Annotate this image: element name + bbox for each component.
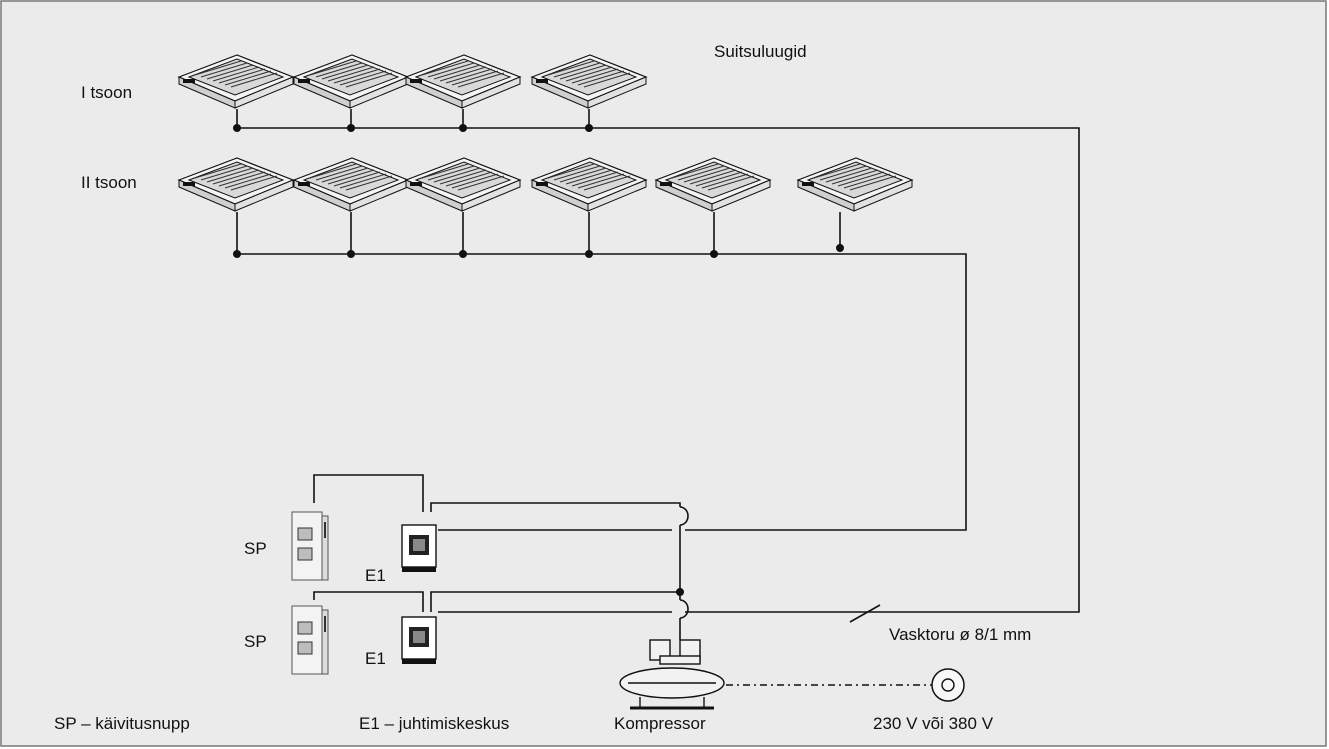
control-center-1 — [401, 524, 437, 573]
pipe-junction — [676, 588, 684, 596]
zone-2-junctions — [233, 244, 844, 258]
zone-1-junctions — [233, 124, 593, 132]
sp-label-1: SP — [244, 539, 267, 558]
e1-label-1: E1 — [365, 566, 386, 585]
control-center-2 — [401, 616, 437, 665]
sp-label-2: SP — [244, 632, 267, 651]
compressor-icon — [619, 639, 725, 710]
control-pipework — [313, 474, 881, 640]
power-label: 230 V või 380 V — [873, 714, 994, 733]
zone-2-label: II tsoon — [81, 173, 137, 192]
power-socket-icon — [931, 668, 965, 702]
zone-2-pipe — [236, 212, 967, 531]
e1-label-2: E1 — [365, 649, 386, 668]
zone-1-label: I tsoon — [81, 83, 133, 102]
pipe-label: Vasktoru ø 8/1 mm — [889, 625, 1032, 644]
compressor-label: Kompressor — [614, 714, 706, 733]
diagram-title: Suitsuluugid — [714, 42, 807, 61]
start-button-2 — [291, 605, 329, 675]
start-button-1 — [291, 511, 329, 581]
legend-e1: E1 – juhtimiskeskus — [359, 714, 510, 733]
legend-sp: SP – käivitusnupp — [54, 714, 190, 733]
